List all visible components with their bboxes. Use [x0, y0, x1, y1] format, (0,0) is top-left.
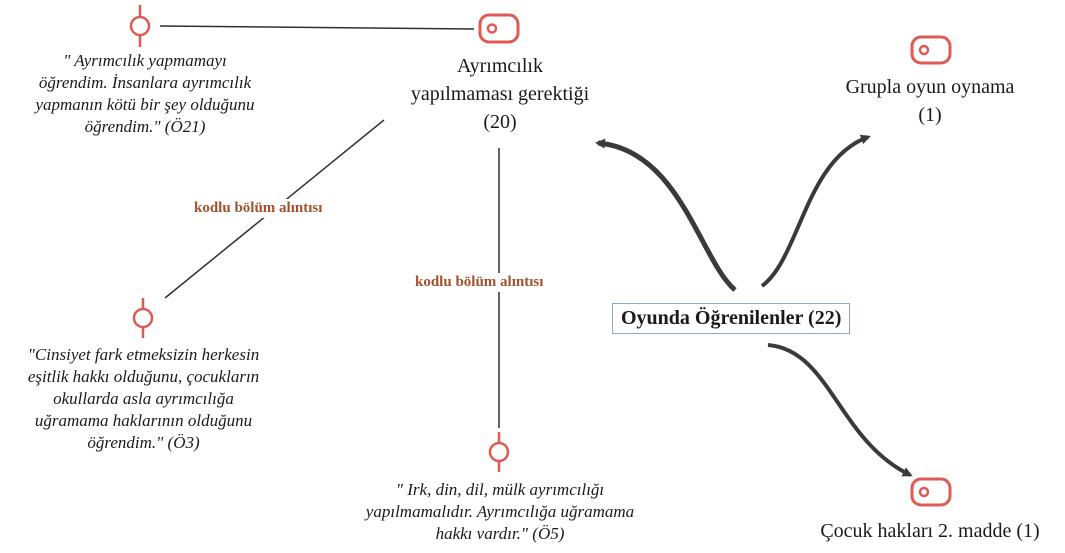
- quote-o3-line: "Cinsiyet fark etmeksizin herkesin: [27, 345, 260, 364]
- code-tag-icon: [478, 13, 520, 44]
- central-node[interactable]: Oyunda Öğrenilenler (22): [612, 303, 851, 334]
- code-cocuk-label: Çocuk hakları 2. madde (1): [820, 520, 1040, 542]
- quote-pin-icon: [132, 298, 154, 338]
- arrow-to-ayrimcilik: [595, 138, 737, 292]
- quote-pin-icon: [129, 5, 151, 47]
- quote-o3[interactable]: "Cinsiyet fark etmeksizin herkesin eşitl…: [0, 344, 287, 454]
- code-ayrimcilik[interactable]: Ayrımcılık yapılmaması gerektiği (20): [380, 52, 620, 136]
- quote-o3-line: öğrendim." (Ö3): [87, 433, 200, 452]
- quote-o21[interactable]: " Ayrımcılık yapmamayı öğrendim. İnsanla…: [10, 50, 280, 138]
- quote-o21-line: yapmanın kötü bir şey olduğunu: [35, 95, 255, 114]
- quote-o3-line: okullarda asla ayrımcılığa: [53, 389, 234, 408]
- code-tag-icon: [910, 35, 952, 65]
- quote-o21-line: öğrendim. İnsanlara ayrımcılık: [38, 73, 252, 92]
- arrow-to-grupla: [760, 134, 871, 288]
- link-o21-ayrimcilik: [159, 25, 475, 30]
- quote-pin-icon: [488, 432, 510, 472]
- link-label-middle: kodlu bölüm alıntısı: [412, 273, 547, 292]
- code-grupla[interactable]: Grupla oyun oynama (1): [820, 73, 1040, 129]
- quote-o21-line: öğrendim." (Ö21): [84, 117, 206, 136]
- code-grupla-line1: Grupla oyun oynama: [845, 76, 1015, 98]
- quote-o5[interactable]: " Irk, din, dil, mülk ayrımcılığı yapılm…: [350, 479, 650, 545]
- quote-o3-line: uğramama haklarının olduğunu: [34, 411, 253, 430]
- code-ayrimcilik-line1: Ayrımcılık: [457, 55, 543, 77]
- code-tag-icon: [910, 477, 952, 507]
- arrow-to-cocuk: [767, 343, 913, 477]
- quote-o3-line: eşitlik hakkı olduğunu, çocukların: [27, 367, 260, 386]
- quote-o5-line: yapılmamalıdır. Ayrımcılığa uğramama: [365, 502, 635, 521]
- quote-o21-line: " Ayrımcılık yapmamayı: [63, 51, 227, 70]
- code-ayrimcilik-count: (20): [483, 111, 517, 133]
- code-cocuk[interactable]: Çocuk hakları 2. madde (1): [795, 517, 1065, 545]
- quote-o5-line: " Irk, din, dil, mülk ayrımcılığı: [395, 480, 605, 499]
- quote-o5-line: hakkı vardır." (Ö5): [435, 524, 565, 543]
- link-label-left: kodlu bölüm alıntısı: [191, 199, 326, 218]
- code-grupla-count: (1): [918, 104, 942, 126]
- code-ayrimcilik-line2: yapılmaması gerektiği: [410, 83, 590, 105]
